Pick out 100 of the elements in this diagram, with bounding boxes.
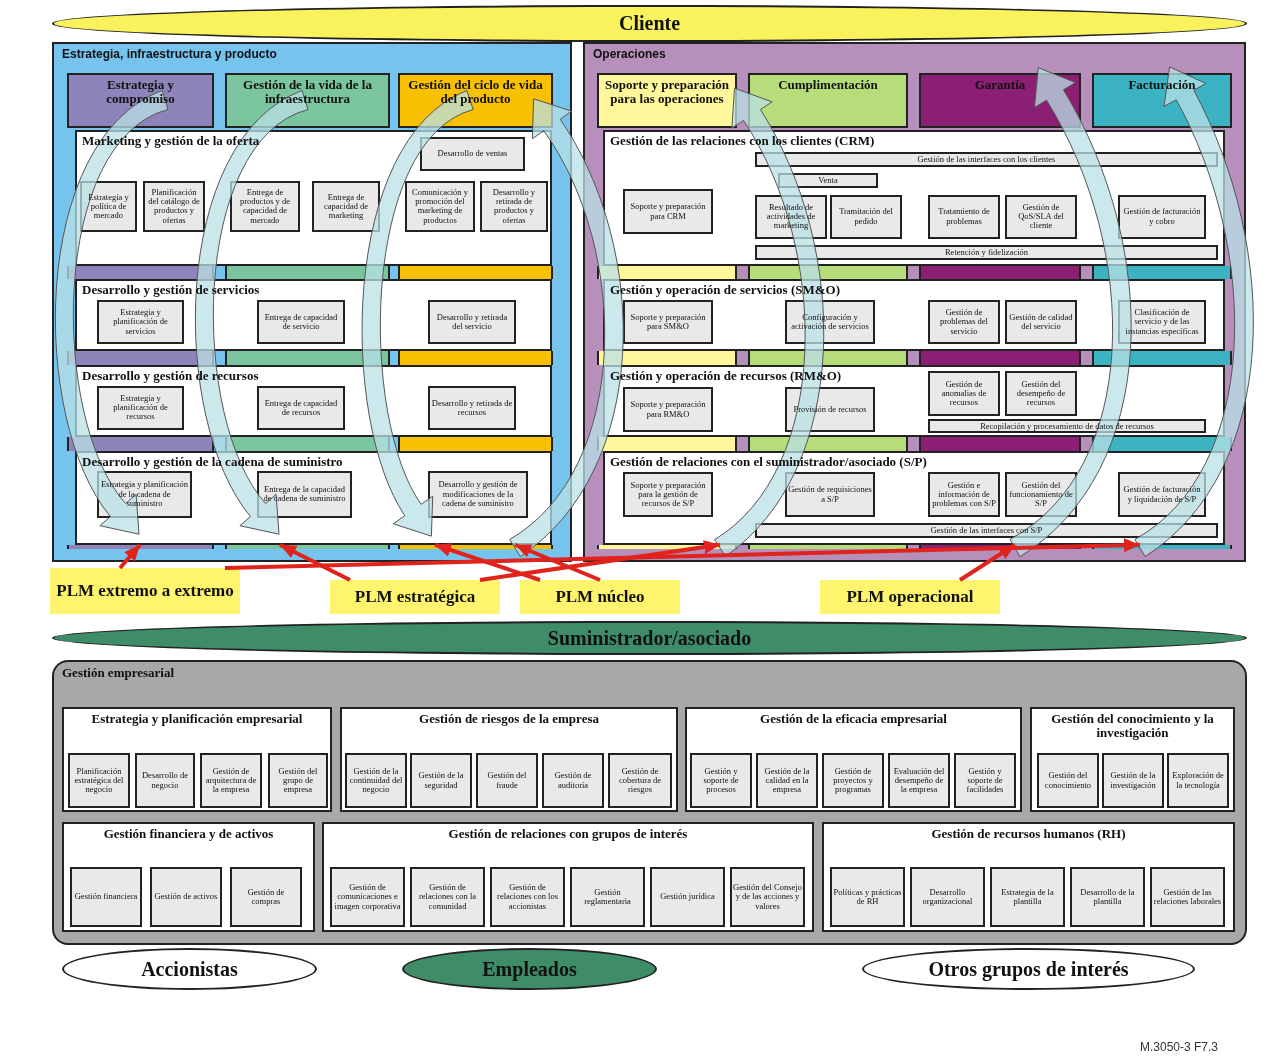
box-text: Venta: [817, 175, 839, 186]
box-text: Entrega de capacidad de servicio: [263, 312, 339, 332]
box-text: Provisión de recursos: [792, 405, 868, 415]
panel-title: Estrategia, infraestructura y producto: [62, 47, 277, 61]
column-title: Soporte y preparación para las operaciones: [604, 78, 730, 106]
box-text: Soporte y preparación para la gestión de recursos de S/P: [629, 480, 707, 509]
group-title: Gestión del conocimiento y la investigación: [1050, 712, 1215, 740]
process-box: [730, 867, 805, 927]
process-group-panel: [322, 822, 814, 932]
process-group-panel: [62, 707, 332, 812]
process-box: [928, 418, 1206, 434]
box-text: Desarrollo y retirada de recursos: [431, 398, 513, 418]
row-title: Gestión y operación de recursos (RM&O): [610, 368, 842, 383]
process-box: [230, 180, 300, 232]
process-box: [928, 194, 1000, 239]
column-title: Facturación: [1127, 78, 1197, 92]
group-title: Estrategia y planificación empresarial: [90, 712, 304, 726]
box-text: Soporte y preparación para CRM: [629, 202, 707, 221]
box-text: Gestión del fraude: [486, 771, 528, 790]
row-title: Marketing y gestión de la oferta: [82, 133, 260, 148]
box-text: Gestión e información de problemas con S/P: [931, 480, 997, 509]
process-box: [257, 385, 345, 430]
group-title: Gestión de riesgos de la empresa: [418, 712, 600, 726]
process-box: [570, 867, 645, 927]
process-box: [345, 753, 407, 808]
process-box: [623, 299, 713, 345]
panel-title: Operaciones: [593, 47, 666, 61]
box-text: Gestión del desempeño de recursos: [1015, 379, 1067, 408]
process-box: [268, 753, 328, 808]
process-box: [135, 753, 195, 808]
process-box: [257, 299, 345, 345]
process-box: [410, 753, 472, 808]
box-text: Entrega de productos y de capacidad de mercado: [238, 188, 291, 225]
process-box: [1167, 753, 1229, 808]
box-text: Gestión de cobertura de riesgos: [617, 766, 663, 795]
process-box: [623, 387, 713, 432]
process-box: [330, 867, 405, 927]
process-box: [785, 472, 875, 517]
process-box: [428, 299, 516, 345]
process-box: [405, 180, 475, 232]
box-text: Comunicación y promoción del marketing de productos: [411, 188, 469, 225]
box-text: Desarrollo de negocio: [141, 771, 189, 790]
box-text: Desarrollo y gestión de modificaciones de la cadena de suministro: [437, 480, 519, 508]
process-row-panel: [603, 129, 1225, 266]
process-box: [1150, 867, 1225, 927]
box-text: Gestión de anomalias de recursos: [940, 379, 988, 408]
row-title: Desarrollo y gestión de servicios: [82, 282, 260, 297]
box-text: Gestión del Consejo y de las acciones y valores: [733, 883, 802, 911]
box-text: Clasificación de servicio y de las instancias específicas: [1124, 308, 1200, 336]
box-text: Estrategia y planificación de servicios: [112, 308, 169, 336]
box-text: Desarrollo de la plantilla: [1079, 887, 1136, 907]
box-text: Gestión de facturación y cobro: [1122, 207, 1202, 226]
row-title: Gestión de las relaciones con los clientes (CRM): [610, 133, 875, 148]
plm-title: PLM estratégica: [353, 588, 477, 606]
box-text: Gestión de proyectos y programas: [832, 766, 874, 795]
process-box: [200, 753, 262, 808]
box-text: Gestión reglamentaria: [583, 887, 632, 907]
box-text: Gestión de problemas del servicio: [939, 308, 989, 336]
plm-label-box: [820, 580, 1000, 614]
box-text: Gestión de la continuidad del negocio: [348, 766, 404, 795]
process-box: [755, 244, 1218, 260]
box-text: Gestión y soporte de procesos: [702, 766, 740, 795]
process-group-panel: [685, 707, 1022, 812]
column-title: Cumplimentación: [777, 78, 879, 92]
arrow: [479, 540, 721, 582]
process-box: [490, 867, 565, 927]
box-text: Desarrollo y retirada del servicio: [435, 312, 509, 332]
group-title: Gestión de la eficacia empresarial: [759, 712, 948, 726]
box-text: Gestión de auditoría: [553, 771, 593, 790]
panel-title: Gestión empresarial: [62, 666, 175, 680]
box-text: Entrega de la capacidad de cadena de suministro: [262, 485, 347, 504]
group-title: Gestión de recursos humanos (RH): [930, 827, 1127, 841]
plm-label-box: [50, 568, 240, 614]
process-box: [928, 371, 1000, 416]
process-box: [143, 180, 205, 232]
process-box: [822, 753, 884, 808]
column-band: [597, 73, 737, 129]
plm-label-box: [330, 580, 500, 614]
group-title: Gestión de relaciones con grupos de interés: [447, 827, 689, 841]
process-box: [428, 470, 528, 518]
process-box: [623, 472, 713, 517]
box-text: Estrategia y planificación de recursos: [112, 394, 169, 422]
box-text: Políticas y prácticas de RH: [833, 887, 902, 907]
box-text: Desarrollo y retirada de productos y ofertas: [491, 188, 537, 225]
process-box: [954, 753, 1016, 808]
process-box: [1005, 299, 1077, 345]
process-box: [1118, 194, 1206, 239]
box-text: Gestión y soporte de facilidades: [965, 766, 1005, 795]
process-box: [928, 472, 1000, 517]
box-text: Retención y fidelización: [943, 247, 1030, 257]
process-box: [420, 136, 525, 171]
box-text: Entrega de capacidad de marketing: [322, 192, 370, 221]
box-text: Gestión de compras: [246, 887, 286, 907]
box-text: Gestión de arquitectura de la empresa: [204, 766, 258, 795]
column-title: Gestión de la vida de la infraestructura: [242, 78, 373, 106]
box-text: Soporte y preparación para SM&O: [629, 312, 707, 332]
arrow: [434, 542, 541, 582]
row-title: Desarrollo y gestión de la cadena de suministro: [82, 455, 343, 469]
process-box: [888, 753, 950, 808]
plm-title: PLM extremo a extremo: [55, 582, 235, 600]
